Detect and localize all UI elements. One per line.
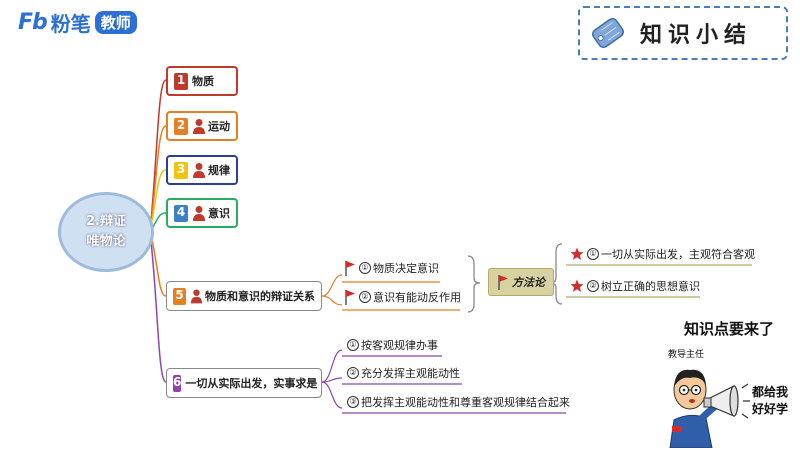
center-topic: 2.辩证 唯物论 <box>58 192 154 272</box>
flag-icon <box>345 290 355 305</box>
item-number: ① <box>587 248 599 260</box>
item-number: ① <box>347 339 359 351</box>
node-number: 4 <box>174 204 188 222</box>
item-number: ① <box>359 262 371 274</box>
method-item-2: ② 树立正确的思想意识 <box>570 278 700 294</box>
item-text: 一切从实际出发，主观符合客观 <box>601 248 755 261</box>
node-label: 物质 <box>192 75 214 88</box>
speech-bubble: 都给我 好好学 <box>752 384 800 418</box>
summary-title: 知识小结 <box>640 22 753 48</box>
fenbi-logo: Fb 粉笔 教师 <box>18 8 137 36</box>
connector-relation-1 <box>321 274 343 297</box>
item-text: 意识有能动反作用 <box>373 291 461 304</box>
center-line2: 唯物论 <box>86 234 126 249</box>
teacher-megaphone-illustration <box>669 369 750 448</box>
person-icon <box>193 163 205 178</box>
connector-relation-2 <box>321 295 343 306</box>
person-icon <box>193 206 205 221</box>
connector-practice-3 <box>321 381 343 409</box>
star-icon <box>570 279 584 292</box>
logo-name: 粉笔 <box>50 11 91 36</box>
logo-mark: Fb <box>18 9 48 35</box>
flag-icon <box>498 275 508 290</box>
teacher-role: 教导主任 <box>668 350 705 360</box>
person-icon <box>190 289 203 304</box>
relation-item-2: ② 意识有能动反作用 <box>344 289 461 305</box>
star-icon <box>570 247 584 260</box>
node-seek-truth: 6 一切从实际出发，实事求是 <box>166 368 322 398</box>
logo-tag: 教师 <box>94 10 137 34</box>
node-number: 1 <box>174 72 188 90</box>
node-label: 规律 <box>208 164 230 177</box>
center-line1: 2.辩证 <box>86 214 126 229</box>
node-number: 2 <box>174 117 188 135</box>
node-label: 运动 <box>208 120 230 133</box>
node-number: 5 <box>173 287 186 305</box>
summary-badge: 知识小结 <box>578 6 788 60</box>
node-matter: 1 物质 <box>166 66 238 96</box>
item-text: 树立正确的思想意识 <box>601 280 700 293</box>
connector-center-6 <box>149 231 167 383</box>
node-number: 6 <box>173 374 182 392</box>
node-dialectical-relation: 5 物质和意识的辩证关系 <box>166 281 322 311</box>
method-item-1: ① 一切从实际出发，主观符合客观 <box>570 246 755 262</box>
connector-practice-2 <box>321 377 343 383</box>
practice-item-1: ① 按客观规律办事 <box>347 337 438 353</box>
practice-item-3: ③ 把发挥主观能动性和尊重客观规律结合起来 <box>347 394 570 410</box>
node-motion: 2 运动 <box>166 111 238 141</box>
node-label: 一切从实际出发，实事求是 <box>185 377 318 390</box>
item-number: ③ <box>347 396 359 408</box>
announcement-text: 知识点要来了 <box>684 320 775 338</box>
connector-center-2 <box>149 125 167 233</box>
item-text: 物质决定意识 <box>373 262 439 275</box>
tag-icon <box>592 17 624 49</box>
connector-practice-1 <box>321 349 343 383</box>
node-label: 物质和意识的辩证关系 <box>205 290 315 303</box>
item-text: 按客观规律办事 <box>361 339 438 352</box>
node-law: 3 规律 <box>166 155 238 185</box>
method-label: 方法论 <box>512 276 545 289</box>
bubble-line1: 都给我 <box>752 385 789 399</box>
item-text: 充分发挥主观能动性 <box>361 367 460 380</box>
relation-item-1: ① 物质决定意识 <box>344 260 439 276</box>
method-node: 方法论 <box>488 268 554 296</box>
item-number: ② <box>347 367 359 379</box>
connector-center-1 <box>149 79 167 233</box>
brace-left <box>467 255 481 313</box>
practice-item-2: ② 充分发挥主观能动性 <box>347 365 460 381</box>
item-number: ② <box>359 291 371 303</box>
item-number: ② <box>587 280 599 292</box>
bubble-line2: 好好学 <box>752 402 789 416</box>
person-icon <box>193 119 205 134</box>
flag-icon <box>345 261 355 276</box>
node-number: 3 <box>174 161 188 179</box>
node-label: 意识 <box>208 207 230 220</box>
item-text: 把发挥主观能动性和尊重客观规律结合起来 <box>361 396 570 409</box>
node-consciousness: 4 意识 <box>166 198 238 228</box>
